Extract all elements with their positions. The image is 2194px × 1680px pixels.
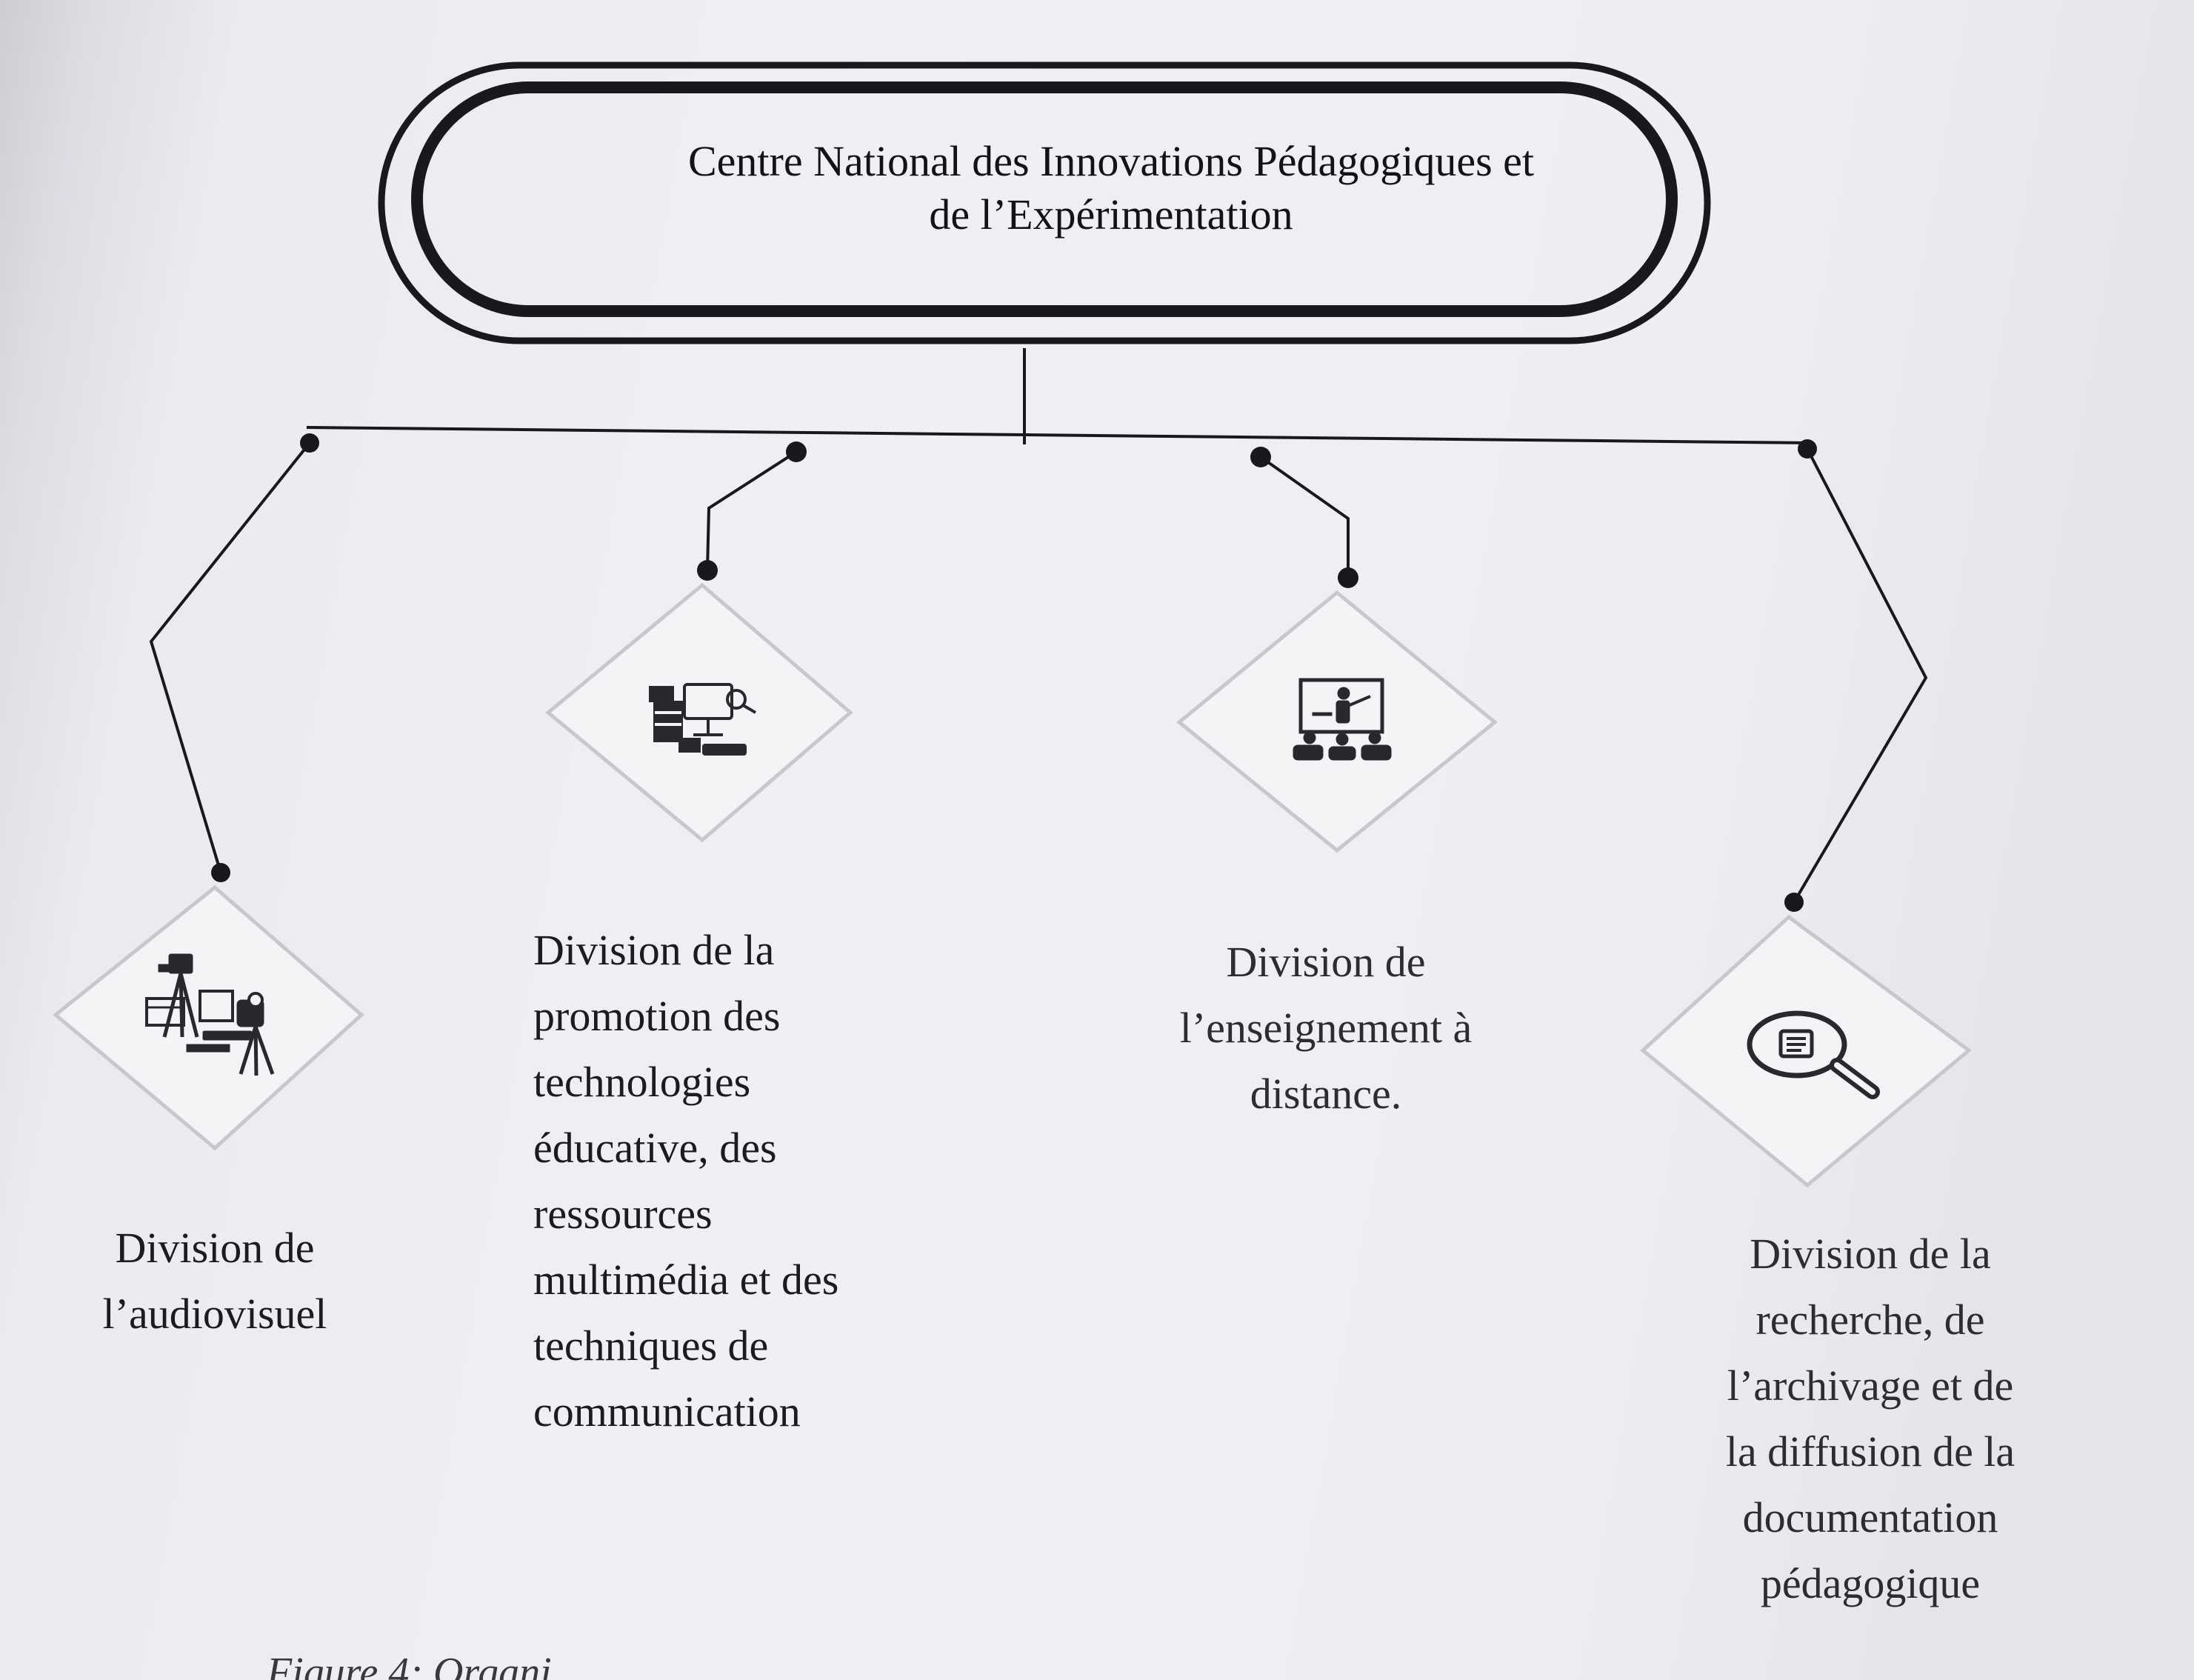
division-audiovisuel-label: Division de l’audiovisuel <box>102 1224 327 1338</box>
computer-workstation-icon <box>649 683 757 756</box>
dot <box>1798 439 1817 459</box>
diamonds <box>53 582 1973 1188</box>
dot <box>786 441 807 462</box>
diamond-promotion <box>545 582 853 843</box>
division-promotion-label: Division de la promotion des technologie… <box>533 926 839 1436</box>
connector-promotion <box>706 450 798 571</box>
dot <box>1250 447 1271 467</box>
center-title: Centre National des Innovations Pédagogi… <box>687 137 1535 239</box>
connectors <box>149 348 1928 904</box>
division-distance-label: Division de l’enseignement à distance. <box>1179 938 1473 1118</box>
dot <box>1338 567 1358 588</box>
document-search-icon <box>1747 1010 1880 1099</box>
dot <box>300 433 319 453</box>
dot <box>1784 893 1804 912</box>
connector-recherche <box>1793 448 1928 904</box>
figure-caption: Figure 4: Organi <box>267 1650 552 1680</box>
dot <box>211 863 230 882</box>
presentation-screen-icon <box>1293 678 1392 761</box>
connector-dots <box>211 433 1817 912</box>
film-camera-icon <box>145 953 275 1076</box>
dot <box>697 560 718 581</box>
diamond-audiovisuel <box>53 884 364 1151</box>
diamond-recherche <box>1640 914 1973 1188</box>
title-box <box>378 61 1711 344</box>
division-recherche-label: Division de la recherche, de l’archivage… <box>1725 1230 2015 1607</box>
connector-audiovisuel <box>149 441 311 873</box>
bus-line <box>306 426 1812 444</box>
connector-distance <box>1259 456 1350 578</box>
